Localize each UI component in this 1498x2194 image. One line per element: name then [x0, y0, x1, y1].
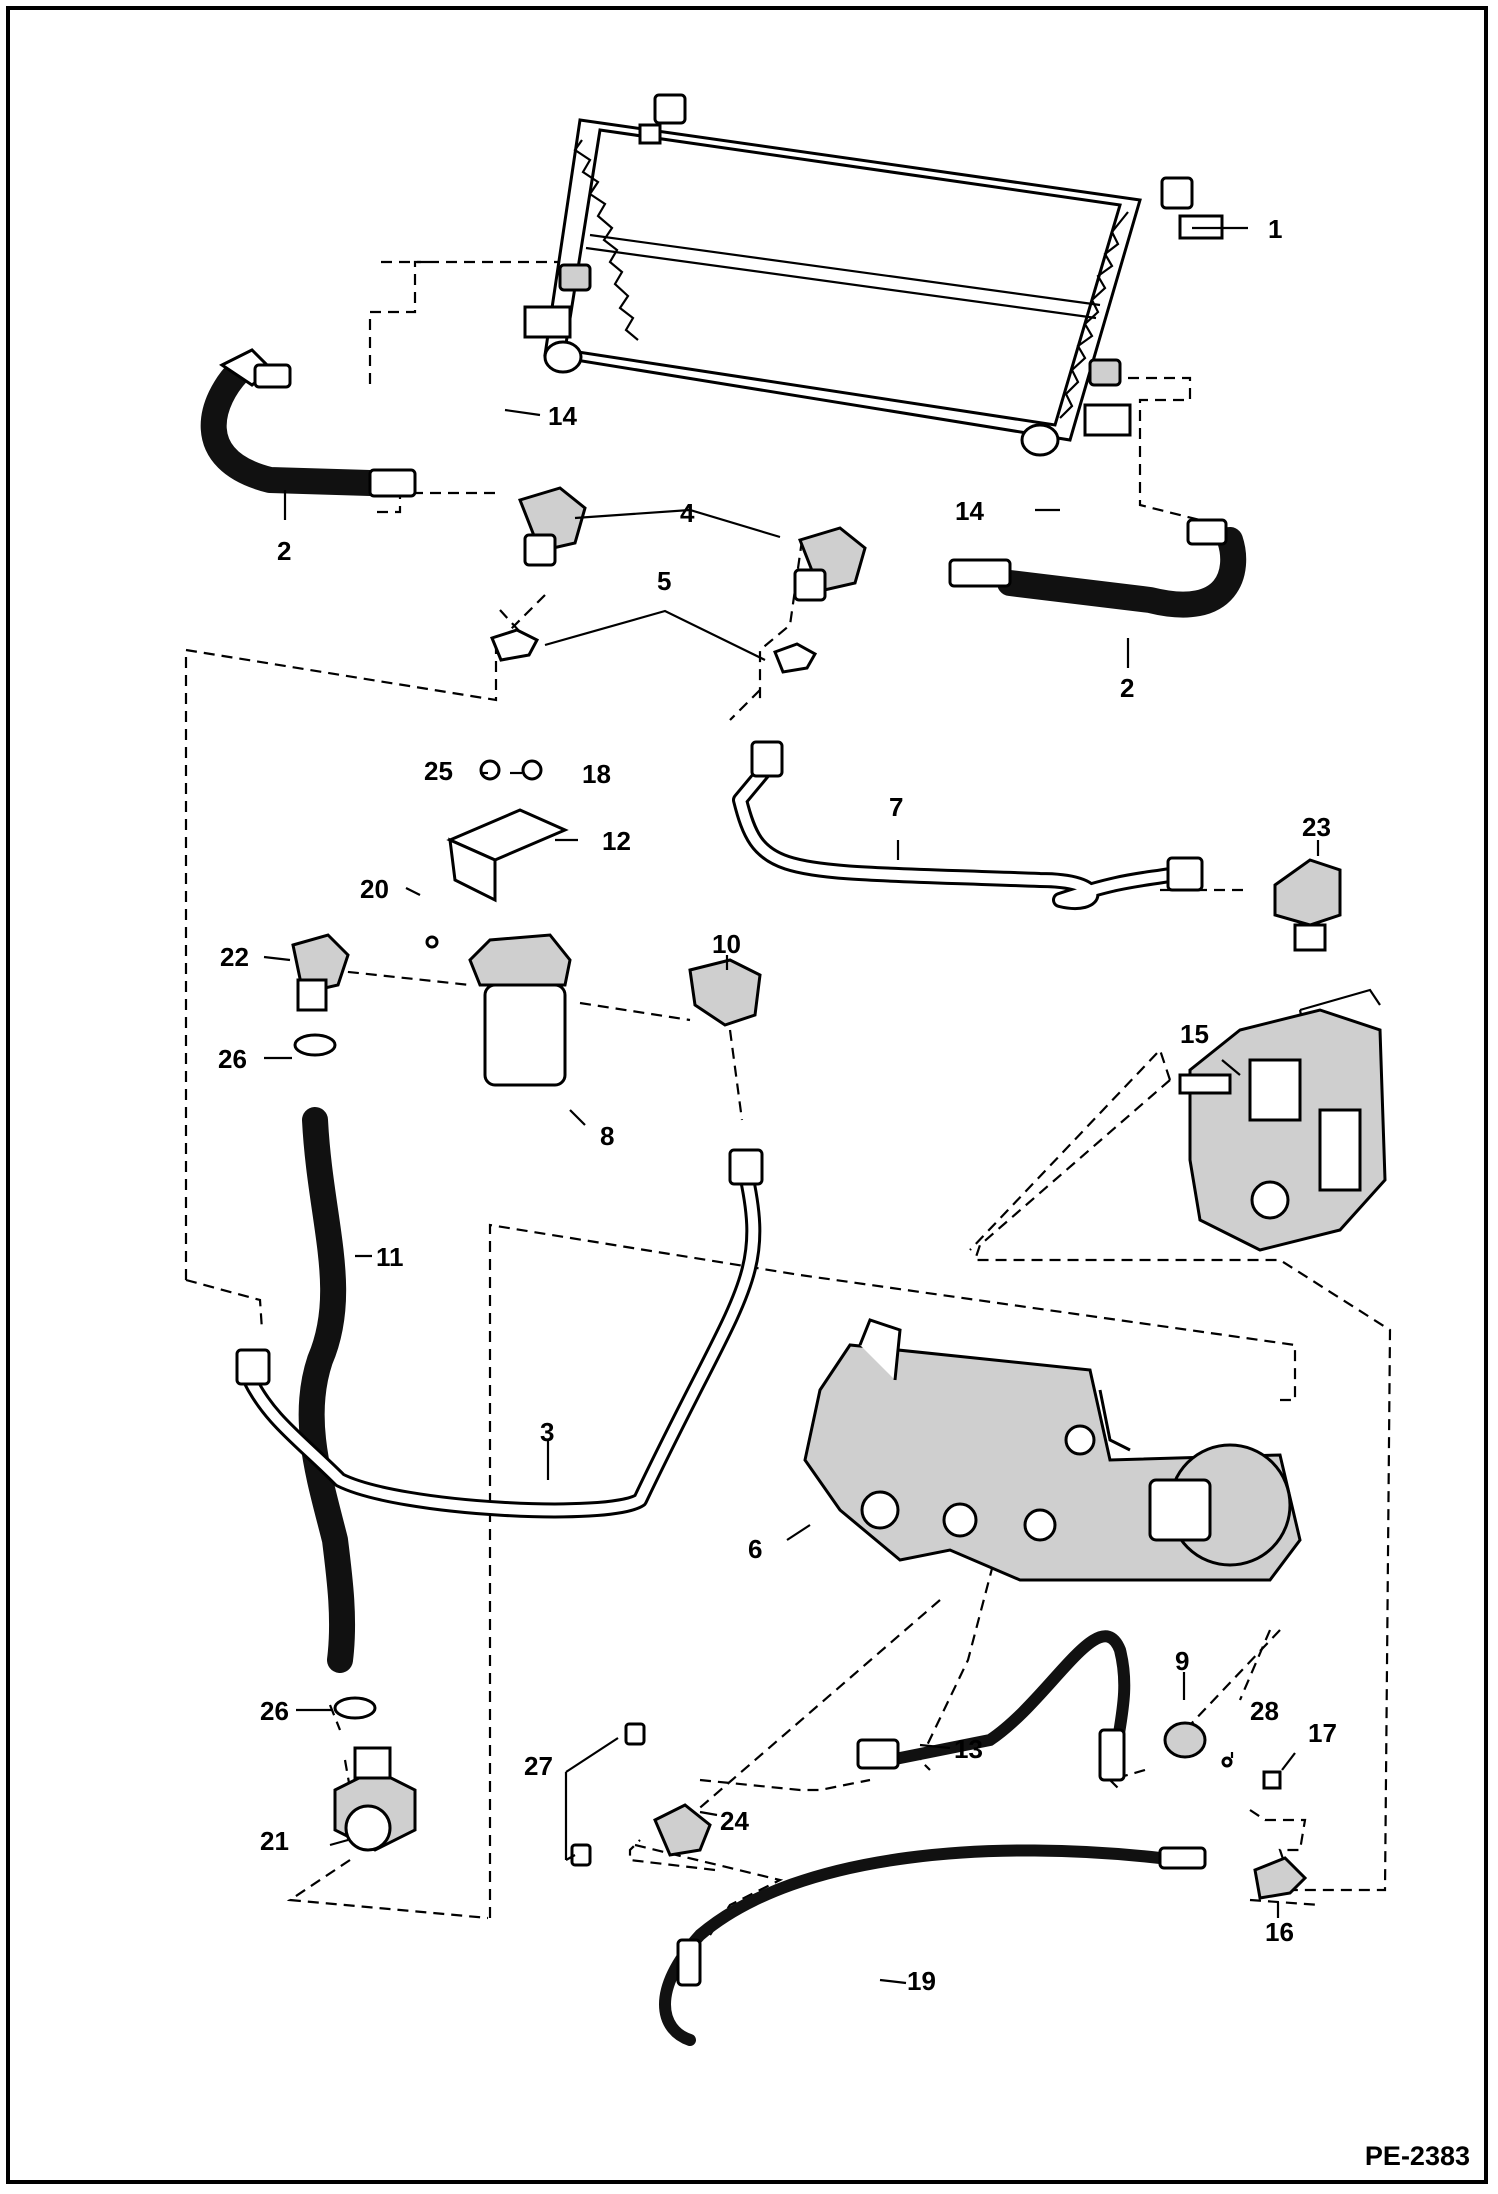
callout-labels: 1 2 2 3 4 5 6 7 8 9 10 11 12 13 14 14 15… [218, 214, 1337, 1996]
callout-8: 8 [600, 1121, 614, 1151]
tee-fitting-24 [570, 1722, 712, 1867]
callout-24: 24 [720, 1806, 749, 1836]
filter [468, 933, 572, 1087]
fitting-10 [688, 958, 762, 1027]
figure-code: PE-2383 [1364, 2141, 1470, 2171]
hose-19 [659, 1844, 1207, 2046]
filter-bracket [425, 759, 569, 949]
fitting-17 [1262, 1770, 1282, 1790]
callout-26-upper: 26 [218, 1044, 247, 1074]
callout-14-left: 14 [548, 401, 577, 431]
callout-5: 5 [657, 566, 671, 596]
callout-9: 9 [1175, 1646, 1189, 1676]
hydrostatic-pump [803, 1318, 1302, 1582]
oil-cooler [523, 93, 1224, 457]
callout-13: 13 [954, 1734, 983, 1764]
callout-2-right: 2 [1120, 673, 1134, 703]
callout-14-right: 14 [955, 496, 984, 526]
callout-25: 25 [424, 756, 453, 786]
callout-11: 11 [376, 1242, 404, 1272]
callout-16: 16 [1265, 1917, 1294, 1947]
tube-7 [732, 740, 1204, 910]
elbow-23-stem [1293, 923, 1327, 952]
callout-1: 1 [1268, 214, 1282, 244]
callout-15: 15 [1180, 1019, 1209, 1049]
diagram-frame [6, 6, 1488, 2184]
callout-22: 22 [220, 942, 249, 972]
fitting-16 [1253, 1856, 1308, 1900]
callout-20: 20 [360, 874, 389, 904]
callout-18: 18 [582, 759, 611, 789]
control-valve [1178, 988, 1387, 1252]
tube-3 [235, 1148, 764, 1519]
fitting-9 [1163, 1721, 1207, 1759]
callout-6: 6 [748, 1534, 762, 1564]
suction-hose-parts [291, 933, 417, 1852]
callout-17: 17 [1308, 1718, 1337, 1748]
elbow-fittings [489, 486, 867, 674]
callout-28: 28 [1250, 1696, 1279, 1726]
ring-28 [1221, 1756, 1233, 1768]
callout-12: 12 [602, 826, 631, 856]
callout-26-lower: 26 [260, 1696, 289, 1726]
callout-27: 27 [524, 1751, 553, 1781]
callout-7: 7 [889, 792, 903, 822]
callout-4: 4 [680, 498, 695, 528]
callout-2-left: 2 [277, 536, 291, 566]
hose-13 [856, 1630, 1131, 1782]
elbow-23 [1273, 858, 1342, 927]
callout-23: 23 [1302, 812, 1331, 842]
callout-3: 3 [540, 1417, 554, 1447]
leader-lines [263, 226, 1320, 1985]
callout-10: 10 [712, 929, 741, 959]
cooler-hoses [200, 348, 1247, 618]
callout-19: 19 [907, 1966, 936, 1996]
callout-21: 21 [260, 1826, 289, 1856]
